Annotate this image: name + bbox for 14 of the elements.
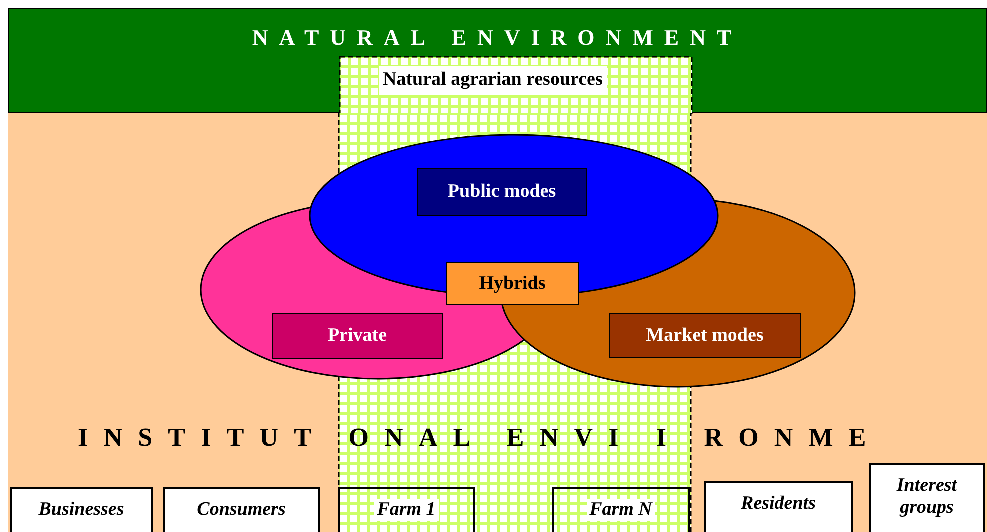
actor-box: Private (272, 313, 443, 359)
actor-box: Residents (704, 481, 853, 532)
actor-box: Hybrids (446, 262, 579, 305)
actor-box: Public modes (417, 168, 587, 216)
actor-box: Consumers (163, 487, 320, 532)
actor-box: Farm N (552, 487, 690, 532)
band-title: NATURAL ENVIRONMENT (251, 24, 744, 52)
actor-box: Businesses (10, 487, 153, 532)
environment-band (8, 8, 987, 113)
actor-box: Market modes (609, 313, 801, 358)
resources-box (339, 56, 693, 114)
box-title: Natural agrarian resources (379, 66, 607, 94)
actor-box: Farm 1 (338, 487, 475, 532)
actor-box: Interest groups (869, 463, 985, 532)
